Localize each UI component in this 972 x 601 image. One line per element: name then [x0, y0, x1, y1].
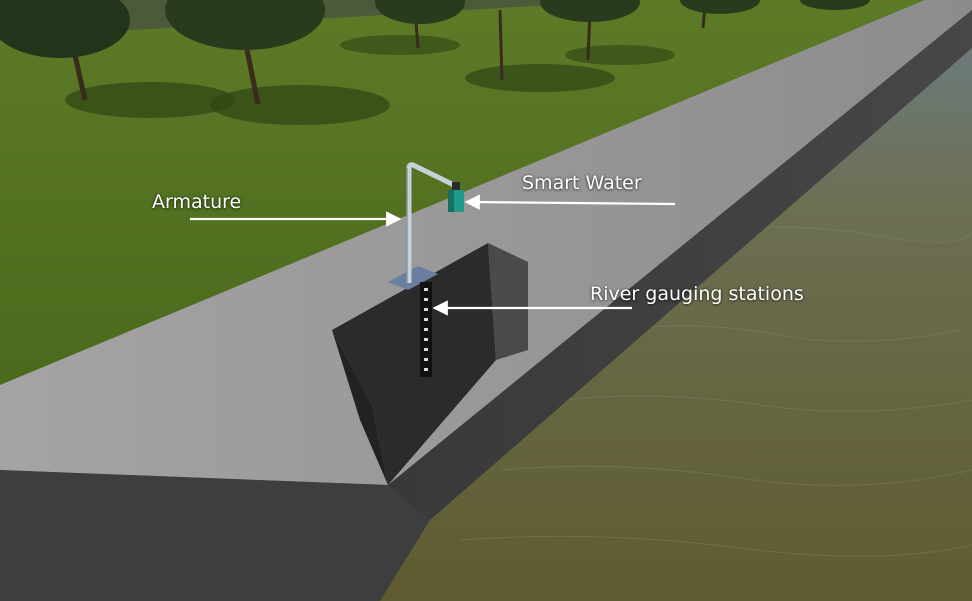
notch-floor-shade — [332, 330, 388, 485]
notch-recess — [332, 243, 496, 485]
notch-side — [488, 243, 528, 360]
staff-gauge-marks — [424, 288, 428, 371]
label-smart-water: Smart Water — [522, 172, 642, 194]
label-armature: Armature — [152, 191, 242, 213]
wall-front-face — [0, 470, 430, 601]
label-river-gauging-stations: River gauging stations — [590, 283, 804, 305]
sensor-mount — [452, 182, 460, 190]
water-ripples — [459, 226, 972, 557]
arrow-smart-water — [464, 194, 676, 210]
trees — [0, 0, 870, 125]
wall-top — [0, 0, 972, 485]
distant-road — [0, 0, 640, 38]
armature-pole — [406, 162, 458, 283]
gauge-base-plate — [388, 266, 438, 290]
